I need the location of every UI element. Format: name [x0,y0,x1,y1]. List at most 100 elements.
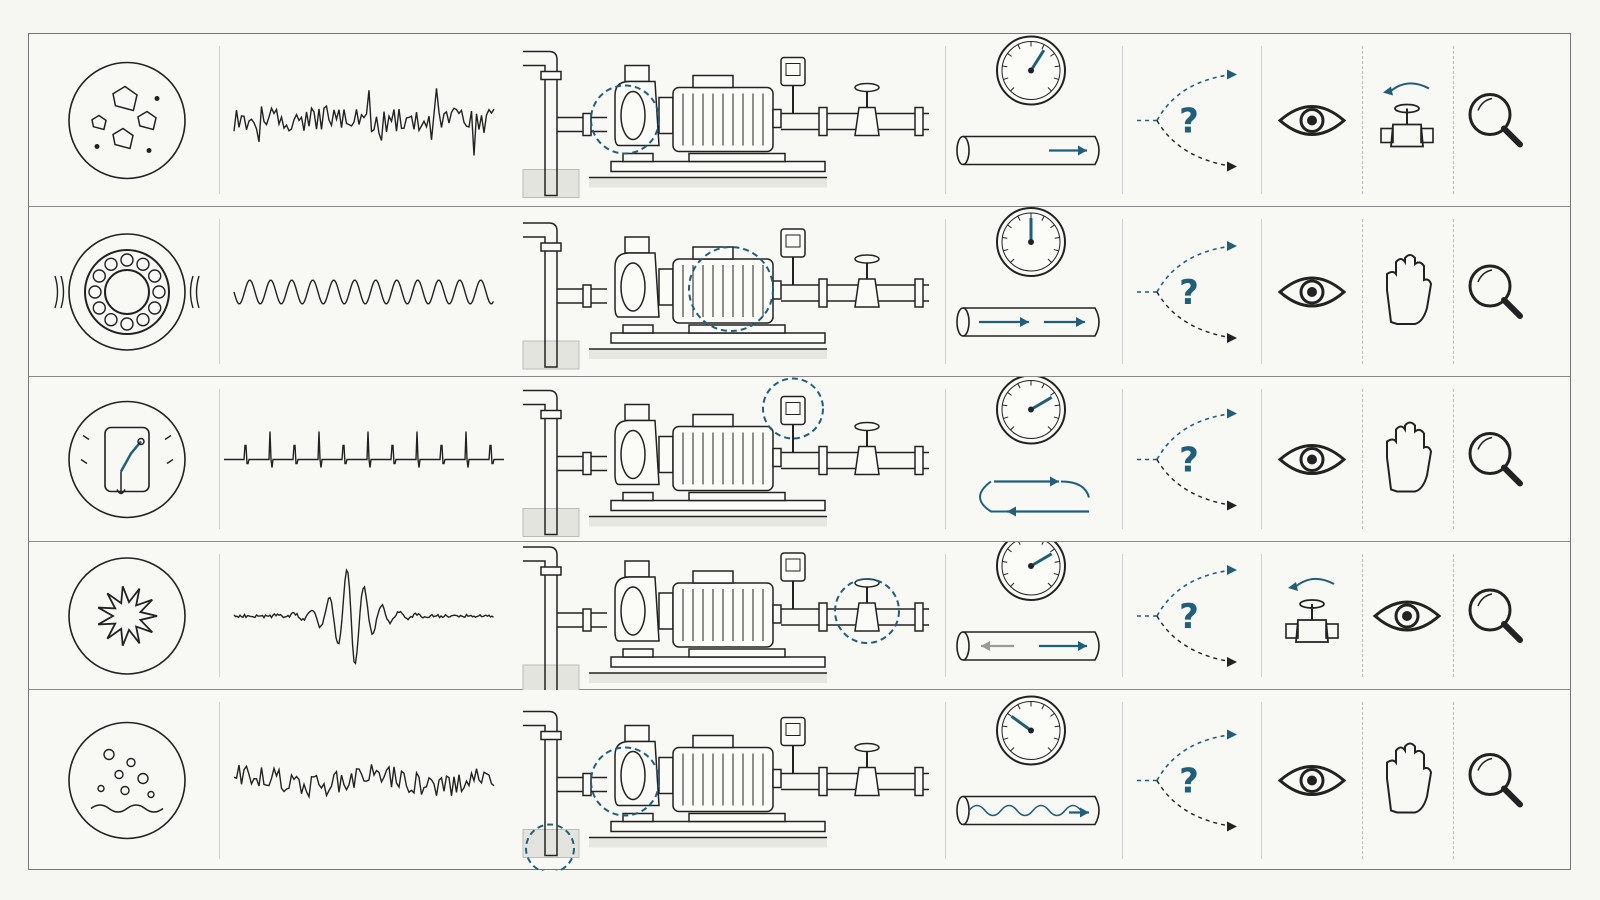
pressure-gauge [996,377,1066,445]
turbulent-flow [968,804,1082,817]
spark-mark [166,458,174,465]
gauge-hub [1028,727,1034,734]
pump-discharge-nozzle [624,403,650,422]
pump-foot [622,324,654,334]
gauge-tick [1041,542,1044,545]
sump-foundation [522,508,580,537]
gauge-tick [1047,747,1052,752]
vibration-mark [195,275,200,309]
motor-shaft-end [772,768,782,789]
bearing-outer [84,249,170,335]
waveform-trace [233,568,494,665]
inlet-pipe [557,612,607,628]
debris-particles-icon [68,61,186,180]
vibrating-bearing-icon [54,233,200,351]
gauge-tick [1054,404,1060,407]
inlet-flange [582,284,592,308]
magnifier-icon [1468,588,1523,643]
highlight-circle [525,823,575,871]
debris-speck [146,148,152,153]
pump-discharge-nozzle [624,724,650,743]
flow-indicator [956,795,1100,826]
floor-slab [589,177,827,188]
debris-particle [137,110,157,131]
eye-pupil [1307,287,1317,297]
pump-foot [622,648,654,658]
uncertain-outcome-branch: ? [1137,241,1237,343]
bearing-ball [136,257,150,271]
gauge-tick [1053,572,1059,576]
symptom-row-switch: ? [29,377,1570,542]
discharge-flange [914,602,924,632]
inlet-flange [582,608,592,632]
eye-outline [1277,444,1347,475]
flow-arrowhead [1080,807,1089,818]
branch-down [1156,459,1234,507]
column-divider [219,554,220,677]
gauge-needle [1029,49,1046,72]
branch-up [1156,73,1234,121]
gauge-tick [1053,248,1059,252]
column-divider [1261,219,1262,364]
gauge-tick [1041,383,1045,389]
magnifier-lens [1468,588,1512,632]
motor-shaft-end [772,280,782,300]
base-plate [610,332,826,344]
gauge-tick [1053,416,1059,419]
magnifier-lens [1468,93,1512,136]
gauge-tick [1003,737,1009,740]
discharge-pipe [781,608,929,626]
suction-flange [540,409,562,420]
stop-hand-icon [1386,254,1433,325]
gauge-tick [1017,704,1021,710]
highlight-circle [834,578,900,644]
discharge-pipe [781,284,929,302]
inlet-pipe [557,455,607,472]
debris-particle [112,127,134,150]
eye-outline [1277,105,1347,136]
motor-shaft-end [772,447,782,468]
inlet-pipe [557,116,607,133]
debris-speck [94,144,100,149]
bearing-ball [104,257,118,271]
column-divider [1453,219,1454,364]
motor-foot [688,152,786,163]
stop-hand-icon [1386,421,1433,493]
row-graphics: ? [68,695,1523,871]
highlight-circle [590,746,660,817]
pipe-end [956,795,970,826]
valve-handwheel [854,254,880,264]
air-bubble [114,769,124,780]
pump-system-illustration [522,710,929,871]
pump-discharge-nozzle [624,560,650,578]
flow-arrowhead [1050,476,1059,487]
symptom-row-debris: ? [29,34,1570,207]
question-mark: ? [1179,102,1199,142]
gauge-hub [1028,67,1034,74]
branch-down-arrowhead [1227,821,1237,832]
icon-ring [68,721,186,840]
gauge-tick [1047,87,1052,92]
pressure-switch [780,395,806,426]
column-divider [945,702,946,859]
magnifier-handle [1501,464,1523,487]
pipe-end [956,307,970,337]
air-bubbles-icon [68,721,186,840]
column-divider [1362,46,1363,194]
gauge-tick [1050,713,1055,717]
pump-volute [620,90,646,141]
gauge-tick [1007,548,1012,553]
waveform-trace [233,88,495,156]
motor-terminal-box [692,74,734,89]
eye-iris [1394,603,1420,629]
gauge-tick [1041,704,1045,710]
gauge-tick [1007,713,1012,717]
column-divider [1362,389,1363,529]
pressure-gauge [996,207,1066,277]
pressure-switch [780,552,806,582]
magnifier-handle [1501,621,1523,643]
switch-pivot [137,437,145,446]
bearing-inner [104,269,150,315]
magnifier-handle [1501,125,1523,148]
debris-particle [91,114,107,131]
